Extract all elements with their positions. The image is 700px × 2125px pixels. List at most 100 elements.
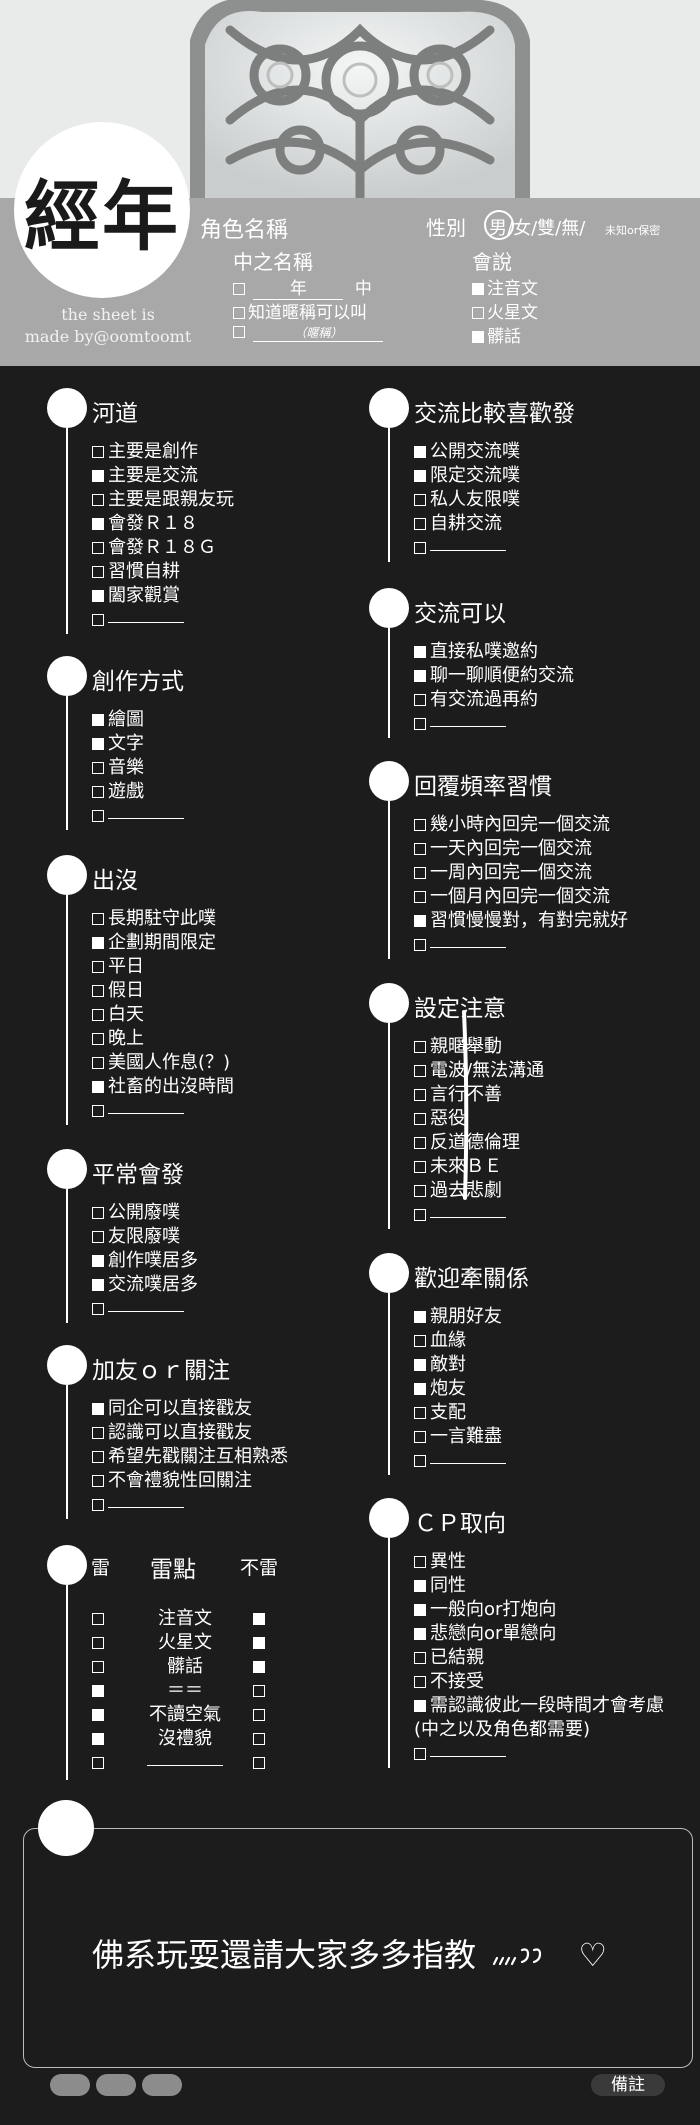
speak-checkbox[interactable] <box>472 307 484 319</box>
checkbox[interactable] <box>414 1335 426 1347</box>
checkbox[interactable] <box>414 1089 426 1101</box>
page-pill[interactable] <box>50 2074 90 2096</box>
checkbox[interactable] <box>414 1676 426 1688</box>
checkbox[interactable] <box>414 843 426 855</box>
checkbox[interactable] <box>92 614 104 626</box>
checkbox[interactable] <box>92 1255 104 1267</box>
checkbox[interactable] <box>92 494 104 506</box>
checkbox[interactable] <box>253 1757 265 1769</box>
checkbox[interactable] <box>92 985 104 997</box>
checkbox[interactable] <box>92 1757 104 1769</box>
checkbox[interactable] <box>92 786 104 798</box>
checkbox[interactable] <box>414 670 426 682</box>
checkbox[interactable] <box>414 1065 426 1077</box>
checkbox[interactable] <box>414 1604 426 1616</box>
checkbox[interactable] <box>414 1161 426 1173</box>
checkbox[interactable] <box>92 1451 104 1463</box>
checkbox[interactable] <box>92 1685 104 1697</box>
checkbox[interactable] <box>92 542 104 554</box>
checkbox[interactable] <box>414 542 426 554</box>
checkbox[interactable] <box>253 1613 265 1625</box>
checkbox[interactable] <box>92 1637 104 1649</box>
checkbox[interactable] <box>253 1685 265 1697</box>
checkbox[interactable] <box>414 1580 426 1592</box>
section-item: (中之以及角色都需要) <box>414 1718 590 1742</box>
checkbox[interactable] <box>92 1499 104 1511</box>
checkbox[interactable] <box>92 762 104 774</box>
mid-nickname-checkbox[interactable] <box>233 326 245 338</box>
checkbox[interactable] <box>414 1137 426 1149</box>
checkbox[interactable] <box>92 961 104 973</box>
checkbox[interactable] <box>414 646 426 658</box>
checkbox[interactable] <box>414 694 426 706</box>
checkbox[interactable] <box>92 1661 104 1673</box>
checkbox[interactable] <box>92 1303 104 1315</box>
checkbox[interactable] <box>92 913 104 925</box>
checkbox[interactable] <box>414 494 426 506</box>
checkbox[interactable] <box>253 1661 265 1673</box>
checkbox[interactable] <box>92 1709 104 1721</box>
checkbox[interactable] <box>92 1207 104 1219</box>
checkbox[interactable] <box>253 1709 265 1721</box>
checkbox[interactable] <box>414 867 426 879</box>
checkbox[interactable] <box>92 1279 104 1291</box>
checkbox[interactable] <box>414 1652 426 1664</box>
checkbox[interactable] <box>92 810 104 822</box>
checkbox[interactable] <box>92 1231 104 1243</box>
checkbox[interactable] <box>92 470 104 482</box>
speak-checkbox[interactable] <box>472 283 484 295</box>
checkbox[interactable] <box>92 1403 104 1415</box>
page-pill[interactable] <box>96 2074 136 2096</box>
checkbox[interactable] <box>92 1105 104 1117</box>
checkbox[interactable] <box>414 1185 426 1197</box>
checkbox[interactable] <box>92 1475 104 1487</box>
checkbox[interactable] <box>414 819 426 831</box>
section-item: 習慣自耕 <box>92 560 180 584</box>
checkbox[interactable] <box>92 1733 104 1745</box>
mid-nick-text: 知道暱稱可以叫 <box>248 303 367 323</box>
checkbox[interactable] <box>92 738 104 750</box>
checkbox[interactable] <box>253 1637 265 1649</box>
checkbox[interactable] <box>414 939 426 951</box>
checkbox[interactable] <box>414 1455 426 1467</box>
checkbox[interactable] <box>414 1556 426 1568</box>
checkbox[interactable] <box>92 1033 104 1045</box>
mid-nick-checkbox[interactable] <box>233 307 245 319</box>
checkbox[interactable] <box>92 446 104 458</box>
checkbox[interactable] <box>92 1009 104 1021</box>
checkbox[interactable] <box>414 1209 426 1221</box>
mid-year-checkbox[interactable] <box>233 283 245 295</box>
checkbox[interactable] <box>414 1359 426 1371</box>
checkbox[interactable] <box>92 566 104 578</box>
checkbox[interactable] <box>414 915 426 927</box>
checkbox[interactable] <box>92 518 104 530</box>
checkbox[interactable] <box>414 1041 426 1053</box>
checkbox[interactable] <box>414 718 426 730</box>
checkbox[interactable] <box>414 891 426 903</box>
checkbox[interactable] <box>414 1628 426 1640</box>
thunder-left-check <box>92 1679 108 1703</box>
checkbox[interactable] <box>414 470 426 482</box>
checkbox[interactable] <box>414 518 426 530</box>
checkbox[interactable] <box>92 1427 104 1439</box>
checkbox[interactable] <box>414 1383 426 1395</box>
checkbox[interactable] <box>92 1081 104 1093</box>
checkbox[interactable] <box>92 937 104 949</box>
checkbox[interactable] <box>414 1113 426 1125</box>
checkbox[interactable] <box>414 1700 426 1712</box>
checkbox[interactable] <box>414 1407 426 1419</box>
checkbox[interactable] <box>414 1311 426 1323</box>
speak-checkbox[interactable] <box>472 331 484 343</box>
checkbox[interactable] <box>414 1431 426 1443</box>
item-label: 直接私噗邀約 <box>430 641 538 662</box>
checkbox[interactable] <box>92 1613 104 1625</box>
speak-label: 會說 <box>472 250 512 274</box>
checkbox[interactable] <box>414 1748 426 1760</box>
checkbox[interactable] <box>253 1733 265 1745</box>
page-pill[interactable] <box>142 2074 182 2096</box>
checkbox[interactable] <box>92 1057 104 1069</box>
item-label: 敵對 <box>430 1354 466 1375</box>
checkbox[interactable] <box>92 714 104 726</box>
checkbox[interactable] <box>92 590 104 602</box>
checkbox[interactable] <box>414 446 426 458</box>
